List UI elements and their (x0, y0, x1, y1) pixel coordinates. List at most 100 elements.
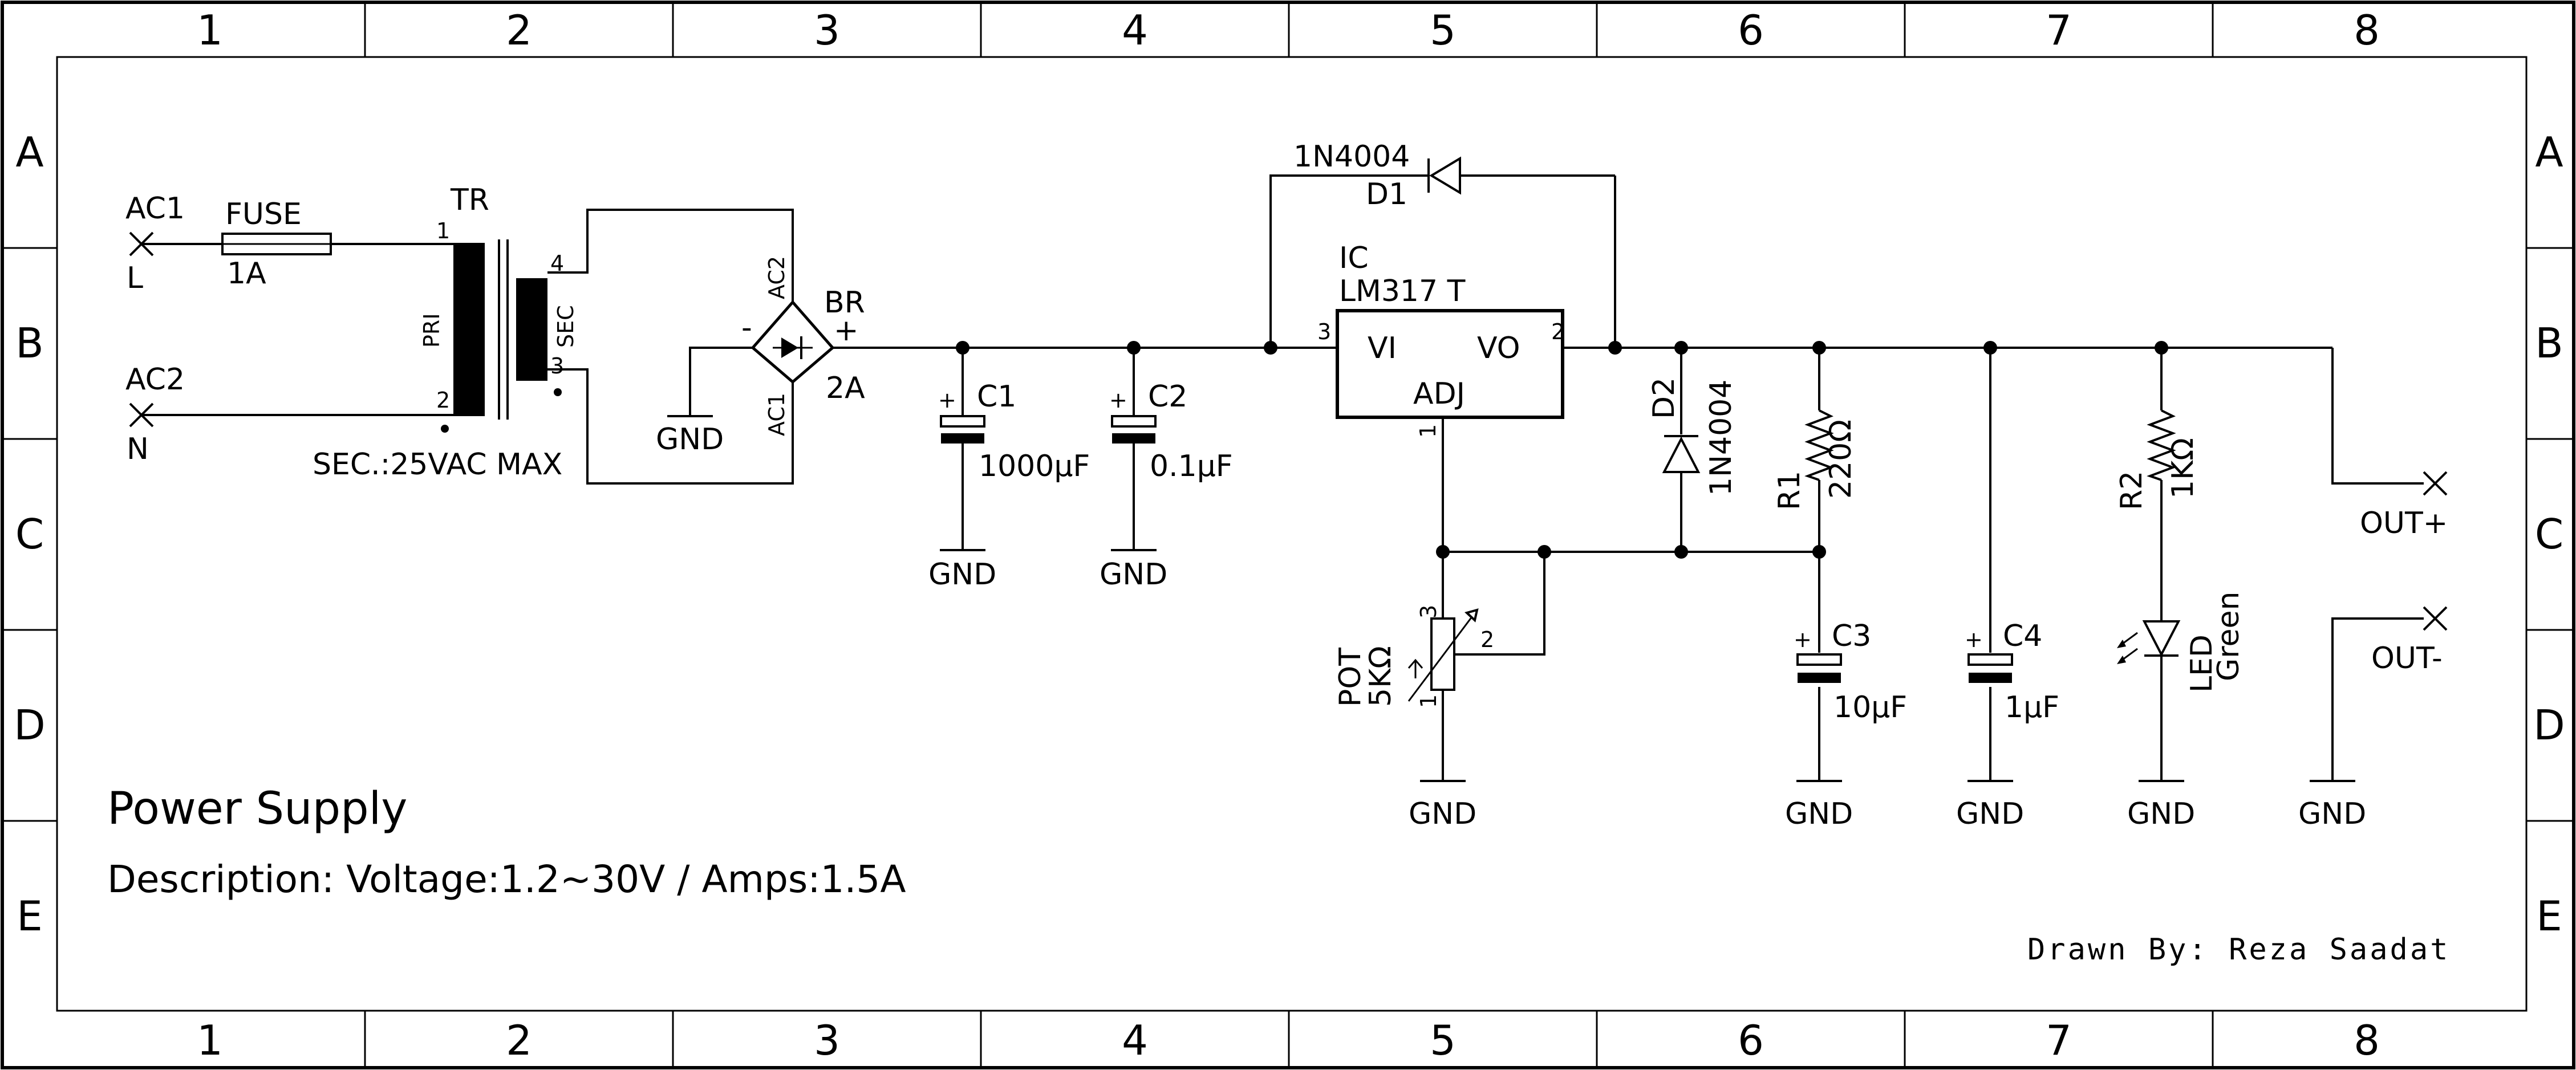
ic-pin-adj: 1 (1415, 424, 1441, 438)
transformer-pin-2: 2 (436, 388, 450, 413)
capacitor-c4: + C4 1µF (1965, 619, 2059, 725)
bridge-value: 2A (826, 371, 865, 405)
zone-row-a-left: A (15, 128, 43, 176)
r2-value: 1KΩ (2166, 438, 2200, 499)
fuse-label: FUSE (225, 197, 302, 231)
capacitor-c3: + C3 10µF (1794, 619, 1907, 725)
bridge-label: BR (824, 286, 865, 320)
c1-polarity: + (938, 388, 956, 413)
zone-col-2-bottom: 2 (506, 1016, 532, 1064)
zone-col-6-top: 6 (1738, 6, 1764, 54)
ic-vi-pin: VI (1368, 331, 1397, 365)
regulator-ic: IC LM317 T VI VO ADJ 3 2 1 (1317, 241, 1565, 438)
ac2-node-label: N (127, 432, 149, 466)
zone-col-3-top: 3 (814, 6, 840, 54)
junctions (956, 341, 2168, 559)
resistor-r2: R2 1KΩ (2115, 409, 2200, 510)
c3-label: C3 (1832, 619, 1871, 653)
zone-row-e-left: E (17, 892, 43, 940)
bridge-ac-bottom: AC1 (764, 393, 789, 436)
transformer-primary-label: PRI (419, 313, 444, 348)
transformer: TR 1 2 3 4 PRI SEC SEC.:25VAC MAX (313, 183, 578, 482)
ic-adj-pin: ADJ (1413, 377, 1465, 411)
zone-col-1-top: 1 (197, 6, 223, 54)
diode-d2: D2 1N4004 (1647, 377, 1738, 496)
zone-row-c-right: C (2535, 510, 2563, 558)
gnd-led-label: GND (2127, 797, 2195, 831)
gnd-c1: GND (928, 549, 996, 592)
ac1-terminal: AC1 L (125, 192, 185, 295)
pot-pin-2: 2 (1480, 627, 1494, 652)
gnd-c4-label: GND (1956, 797, 2024, 831)
r2-label: R2 (2115, 471, 2149, 510)
gnd-led: GND (2127, 780, 2195, 831)
c3-polarity: + (1794, 627, 1812, 652)
transformer-note: SEC.:25VAC MAX (313, 447, 562, 482)
led-label: LED (2185, 634, 2219, 693)
c2-value: 0.1µF (1150, 449, 1233, 483)
gnd-pot: GND (1409, 780, 1476, 831)
zone-row-b-right: B (2535, 319, 2563, 367)
c4-value: 1µF (2005, 690, 2059, 725)
bridge-minus: - (741, 311, 752, 345)
c1-value: 1000µF (979, 449, 1090, 483)
pot-pin-3: 3 (1416, 605, 1441, 619)
bridge-rectifier: BR 2A - + AC2 AC1 (741, 256, 865, 436)
output-plus-terminal: OUT+ (2360, 471, 2448, 540)
bridge-plus: + (834, 314, 859, 348)
ic-label: IC (1339, 241, 1369, 275)
zone-col-8-bottom: 8 (2354, 1016, 2380, 1064)
output-minus-terminal: OUT- (2371, 606, 2448, 676)
capacitor-c2: + C2 0.1µF (1109, 380, 1233, 483)
schematic-description: Description: Voltage:1.2~30V / Amps:1.5A (107, 857, 906, 901)
zone-col-2-top: 2 (506, 6, 532, 54)
transformer-pin-4: 4 (550, 251, 564, 276)
d1-value: 1N4004 (1293, 140, 1410, 174)
gnd-output: GND (2298, 780, 2366, 831)
ic-pin-in: 3 (1317, 319, 1331, 344)
ic-vo-pin: VO (1477, 331, 1520, 365)
ac2-terminal: AC2 N (125, 363, 185, 466)
out-plus-label: OUT+ (2360, 506, 2448, 540)
capacitor-c1: + C1 1000µF (938, 380, 1090, 483)
c4-label: C4 (2003, 619, 2042, 653)
gnd-c2-label: GND (1100, 558, 1167, 592)
ac1-label: AC1 (125, 192, 185, 226)
zone-col-5-top: 5 (1430, 6, 1456, 54)
ac2-label: AC2 (125, 363, 185, 397)
gnd-output-label: GND (2298, 797, 2366, 831)
d2-value: 1N4004 (1704, 380, 1738, 496)
transformer-pin-3: 3 (550, 353, 564, 379)
potentiometer: POT 5KΩ 1 2 3 (1333, 605, 1494, 708)
zone-col-3-bottom: 3 (814, 1016, 840, 1064)
r1-label: R1 (1772, 471, 1807, 510)
zone-col-6-bottom: 6 (1738, 1016, 1764, 1064)
ground-symbols: GND GND GND GND GND GND GND GND (656, 415, 2366, 831)
zone-row-a-right: A (2535, 128, 2563, 176)
zone-row-c-left: C (15, 510, 44, 558)
zone-row-b-left: B (15, 319, 43, 367)
zone-row-d-right: D (2533, 701, 2565, 749)
zone-col-4-top: 4 (1122, 6, 1148, 54)
gnd-pot-label: GND (1409, 797, 1476, 831)
fuse-value: 1A (227, 257, 266, 291)
ic-pin-out: 2 (1551, 319, 1565, 344)
ic-value: LM317 T (1339, 274, 1466, 308)
schematic-title: Power Supply (107, 783, 407, 835)
transformer-pin-1: 1 (436, 218, 450, 243)
zone-col-7-bottom: 7 (2046, 1016, 2072, 1064)
zone-col-5-bottom: 5 (1430, 1016, 1456, 1064)
gnd-bridge-label: GND (656, 422, 724, 457)
zone-row-e-right: E (2536, 892, 2562, 940)
c3-value: 10µF (1833, 690, 1907, 725)
gnd-c2: GND (1100, 549, 1167, 592)
c4-polarity: + (1965, 627, 1983, 652)
pot-label: POT (1333, 648, 1368, 707)
bridge-ac-top: AC2 (764, 256, 789, 299)
pot-pin-1: 1 (1416, 694, 1441, 708)
gnd-c1-label: GND (928, 558, 996, 592)
zone-col-7-top: 7 (2046, 6, 2072, 54)
zone-row-d-left: D (14, 701, 45, 749)
